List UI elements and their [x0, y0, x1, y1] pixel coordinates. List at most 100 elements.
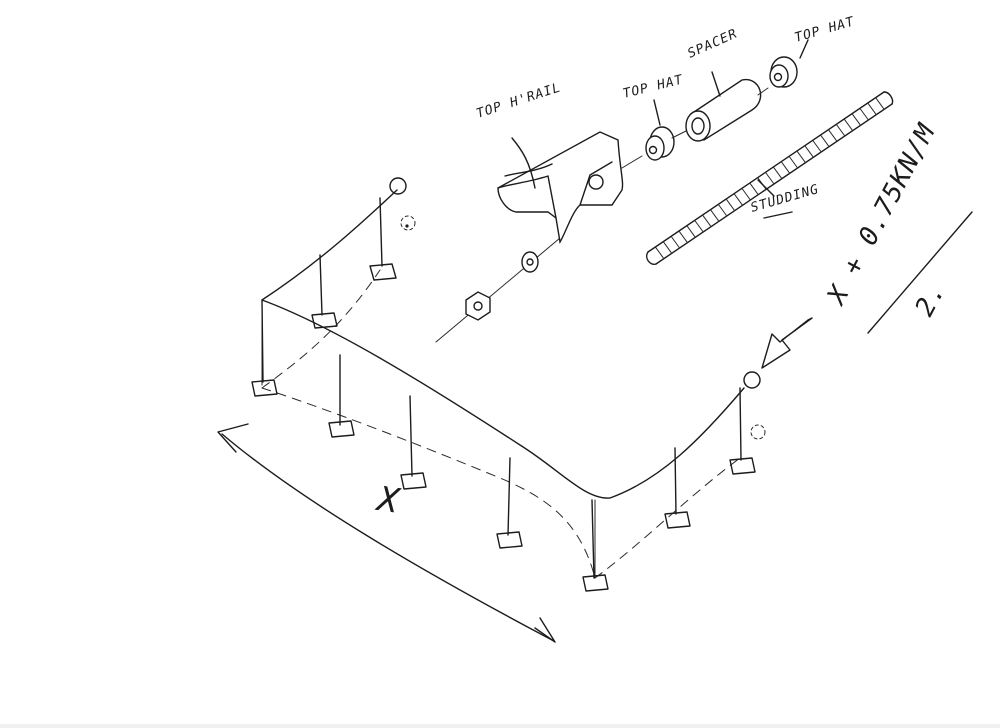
thread-mark — [765, 172, 775, 185]
post — [507, 457, 511, 536]
thread-mark — [812, 140, 822, 153]
axis-segment — [757, 87, 769, 96]
thread-mark — [663, 241, 673, 254]
top-hat-2-part — [769, 56, 798, 88]
base-plate — [729, 457, 756, 475]
top-h-rail-part — [497, 131, 624, 244]
base-plate — [496, 531, 523, 549]
bolt-axis — [435, 237, 561, 343]
platform-frame — [251, 177, 766, 592]
thread-mark — [781, 161, 791, 174]
spacer-bore — [691, 117, 705, 135]
thread-mark — [804, 145, 814, 158]
thread-mark — [828, 129, 838, 142]
base-plate — [328, 420, 355, 438]
thread-mark — [867, 103, 877, 116]
h-rail-edge — [504, 163, 553, 177]
ground-line-front — [261, 387, 596, 579]
thread-mark — [678, 231, 688, 244]
top-hat-2-hole — [773, 72, 783, 82]
thread-mark — [749, 183, 759, 196]
label-top-hat-2: TOP HAT — [793, 14, 857, 45]
studding-threads — [655, 97, 885, 260]
posts — [261, 197, 742, 579]
post — [409, 395, 413, 477]
axis-segment — [621, 155, 643, 169]
label-top-hat-1: TOP HAT — [621, 72, 685, 102]
thread-mark — [655, 247, 665, 260]
base-plate — [251, 379, 278, 397]
thread-mark — [836, 124, 846, 137]
spacer-end — [685, 110, 711, 142]
post — [674, 447, 677, 515]
post-cap-left — [389, 177, 407, 195]
load-arrow-shape — [761, 317, 813, 369]
studding-edge-top — [647, 91, 885, 253]
arrowhead-left — [217, 423, 249, 453]
base-plate — [400, 472, 427, 490]
top-hat-1-hole — [648, 145, 658, 155]
thread-mark — [741, 188, 751, 201]
thread-mark — [686, 225, 696, 238]
thread-mark — [726, 199, 736, 212]
base-plates — [251, 263, 756, 592]
h-rail-leader — [511, 137, 536, 189]
h-rail-body — [497, 131, 624, 244]
top-hat-1-crown — [645, 135, 665, 161]
studding-end-left — [646, 251, 657, 265]
hex-nut-icon — [465, 291, 491, 321]
thread-mark — [859, 108, 869, 121]
top-rail-line — [261, 189, 745, 499]
fraction-bar — [867, 211, 973, 334]
frame-bottom-edge — [261, 299, 596, 579]
axis-segment — [671, 130, 687, 139]
thread-mark — [796, 151, 806, 164]
washer-hole — [526, 258, 534, 266]
spacer-leader — [711, 71, 721, 97]
post-cap-right — [743, 371, 761, 389]
thread-mark — [734, 193, 744, 206]
studding-underline — [763, 211, 793, 219]
thread-mark — [789, 156, 799, 169]
post — [319, 254, 323, 316]
h-rail-hole — [588, 174, 604, 190]
studding-leader — [757, 179, 775, 197]
thread-mark — [694, 220, 704, 233]
cap-ghost-left — [400, 215, 416, 231]
studding-end-right — [883, 91, 894, 105]
thread-mark — [718, 204, 728, 217]
base-plate — [369, 263, 397, 281]
top-hat-1-leader — [653, 99, 661, 126]
cap-ghost-right — [750, 424, 766, 440]
label-spacer: SPACER — [686, 26, 740, 61]
top-hat-2-crown — [769, 64, 789, 88]
thread-mark — [875, 97, 885, 110]
post — [739, 387, 742, 461]
base-plate — [664, 511, 691, 529]
base-plate — [311, 312, 338, 329]
thread-mark — [844, 119, 854, 132]
base-plate — [582, 574, 609, 592]
h-rail-flange — [579, 161, 613, 206]
dimension-label: X — [372, 479, 403, 522]
thread-mark — [852, 113, 862, 126]
thread-mark — [671, 236, 681, 249]
spacer-part — [685, 79, 762, 142]
top-hat-1-part — [645, 126, 675, 161]
washer-icon — [521, 251, 539, 273]
post — [379, 197, 383, 267]
arrowhead-right — [534, 617, 556, 643]
bolt-assembly — [435, 237, 561, 343]
ground-line-back — [261, 269, 741, 579]
label-studding: STUDDING — [749, 182, 821, 216]
h-rail-web — [497, 175, 557, 219]
label-top-h-rail: TOP H'RAIL — [475, 80, 564, 122]
load-arrow — [761, 317, 813, 369]
thread-mark — [773, 167, 783, 180]
formula-denominator: 2. — [910, 278, 952, 321]
dimension-line — [221, 433, 553, 641]
thread-mark — [702, 215, 712, 228]
studding-part — [646, 91, 894, 265]
